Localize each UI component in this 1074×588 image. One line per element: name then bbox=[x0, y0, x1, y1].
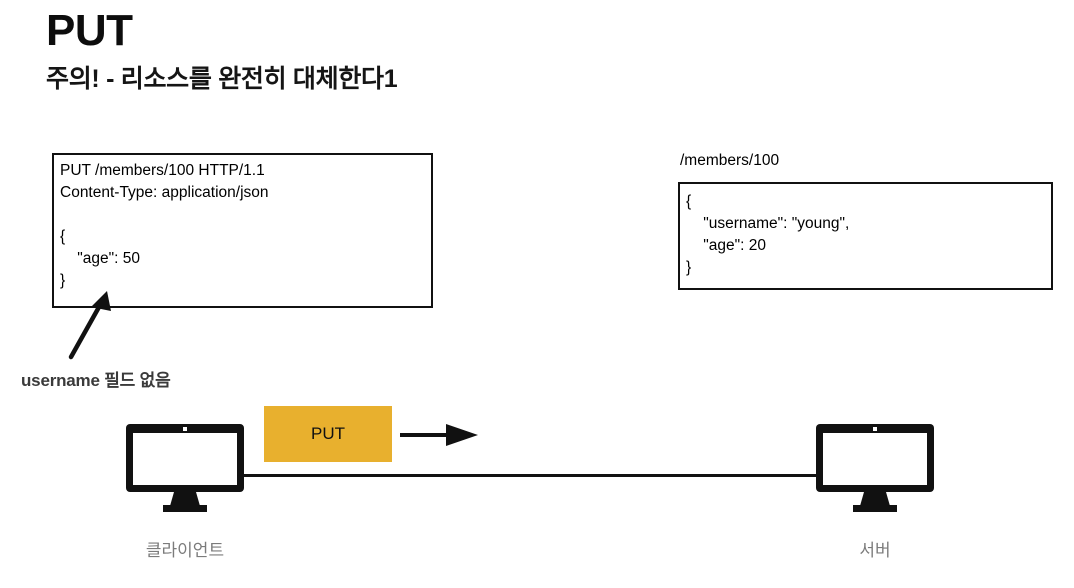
request-direction-arrow-icon bbox=[400, 424, 478, 446]
resource-state-box bbox=[678, 182, 1053, 290]
http-request-text: PUT /members/100 HTTP/1.1 Content-Type: … bbox=[60, 162, 269, 289]
client-label: 클라이언트 bbox=[145, 541, 225, 560]
client-server-connection-line bbox=[240, 474, 832, 477]
page-subtitle: 주의! - 리소스를 완전히 대체한다1 bbox=[46, 65, 398, 93]
client-monitor-icon bbox=[126, 424, 244, 512]
page-title: PUT bbox=[46, 6, 133, 55]
annotation-arrow-icon bbox=[68, 291, 111, 360]
server-label: 서버 bbox=[859, 541, 891, 560]
http-request-box bbox=[52, 153, 433, 308]
server-monitor-icon bbox=[816, 424, 934, 512]
resource-path-label: /members/100 bbox=[680, 152, 780, 169]
put-method-badge-label: PUT bbox=[311, 424, 345, 443]
annotation-label: username 필드 없음 bbox=[21, 371, 171, 390]
resource-state-text: { "username": "young", "age": 20 } bbox=[686, 193, 850, 276]
put-method-badge: PUT bbox=[264, 406, 392, 462]
